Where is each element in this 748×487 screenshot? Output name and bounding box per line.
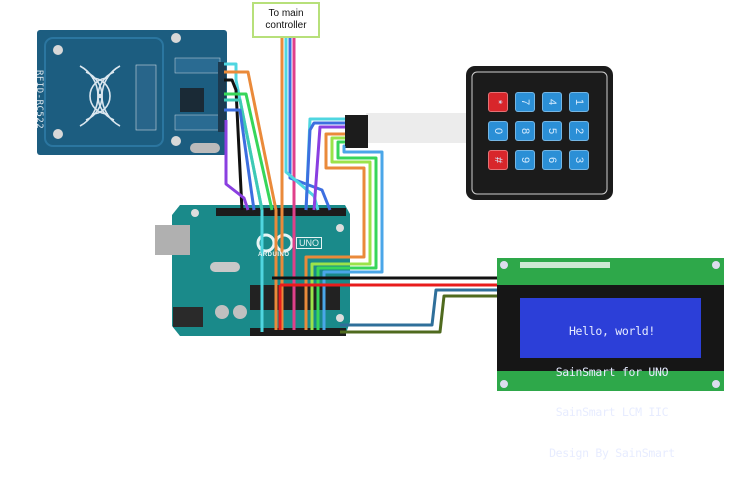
arduino-uno	[155, 205, 350, 336]
keypad-key[interactable]: 9	[515, 150, 535, 170]
mount-hole	[171, 33, 181, 43]
uno-label: UNO	[296, 237, 322, 249]
lcd-line-2: SainSmart for UNO	[555, 364, 669, 379]
label-line-2: controller	[265, 20, 307, 31]
rfid-module	[37, 30, 227, 155]
rfid-smd	[174, 57, 221, 74]
mount-hole	[500, 261, 508, 269]
steel-wire	[340, 288, 497, 327]
rfid-resistor-bank	[135, 64, 157, 131]
lcd-line-1: Hello, world!	[568, 324, 656, 338]
orange-wire	[224, 70, 278, 330]
ribbon-cable	[366, 113, 476, 143]
mount-hole	[500, 380, 508, 388]
rfid-silkscreen: RFID-RC522	[34, 70, 44, 130]
keypad-key[interactable]: 0	[488, 121, 508, 141]
arduino-logo-text: ARDUINO	[258, 252, 290, 258]
rfid-wave-icon	[79, 65, 121, 127]
mount-hole	[53, 129, 63, 139]
mount-hole	[336, 224, 344, 232]
rfid-antenna	[44, 37, 164, 147]
mount-hole	[712, 380, 720, 388]
wiring-diagram: To main controller RFID-RC522 UNO ARDUIN…	[34, 2, 724, 459]
mount-hole	[53, 45, 63, 55]
purple-wire	[312, 125, 345, 211]
keypad-key[interactable]: 7	[515, 92, 535, 112]
analog-header	[250, 328, 346, 336]
purple-wire	[224, 120, 250, 211]
keypad-key[interactable]: 2	[569, 121, 589, 141]
keypad-key[interactable]: #	[488, 150, 508, 170]
arduino-logo-icon	[256, 233, 276, 253]
lcd-pin-header	[520, 262, 610, 268]
keypad-border	[471, 71, 608, 195]
keypad-key[interactable]: *	[488, 92, 508, 112]
mount-hole	[171, 136, 181, 146]
keypad-key[interactable]: 6	[542, 150, 562, 170]
crystal	[210, 262, 240, 272]
olive-wire	[340, 294, 497, 334]
green-wire	[316, 140, 378, 330]
rfid-crystal	[190, 143, 220, 153]
lime-wire	[310, 136, 372, 330]
rfid-header	[218, 62, 226, 132]
keypad-ribbon	[345, 113, 476, 148]
black-wire	[224, 78, 244, 211]
label-line-1: To main	[268, 8, 304, 19]
keypad-key[interactable]: 5	[542, 121, 562, 141]
blue-wire	[304, 121, 345, 211]
to-main-controller-label: To main controller	[252, 2, 320, 38]
wires	[224, 20, 497, 334]
rfid-smd	[174, 114, 221, 131]
keypad-key[interactable]: 3	[569, 150, 589, 170]
mount-hole	[712, 261, 720, 269]
sky-wire	[322, 144, 384, 330]
power-jack	[173, 307, 203, 327]
mount-hole	[191, 209, 199, 217]
cyan-wire	[224, 62, 264, 332]
lcd-line-3: SainSmart LCM IIC	[555, 405, 669, 419]
lcd-module	[497, 258, 724, 391]
blue-wire	[224, 108, 256, 211]
orange-wire	[304, 132, 366, 330]
lcd-line-4: Design By SainSmart	[549, 445, 675, 460]
usb-port	[155, 225, 190, 255]
ribbon-connector	[345, 115, 368, 148]
keypad-key[interactable]: 1	[569, 92, 589, 112]
teal-wire	[224, 98, 264, 211]
lcd-display-text: Hello, world! SainSmart for UNO SainSmar…	[522, 298, 702, 459]
green-wire	[224, 92, 274, 211]
keypad-key[interactable]: 8	[515, 121, 535, 141]
capacitor	[215, 305, 229, 319]
keypad-key[interactable]: 4	[542, 92, 562, 112]
mount-hole	[336, 314, 344, 322]
capacitor	[233, 305, 247, 319]
rfid-chip	[180, 88, 204, 112]
lcd-screen	[520, 298, 701, 358]
